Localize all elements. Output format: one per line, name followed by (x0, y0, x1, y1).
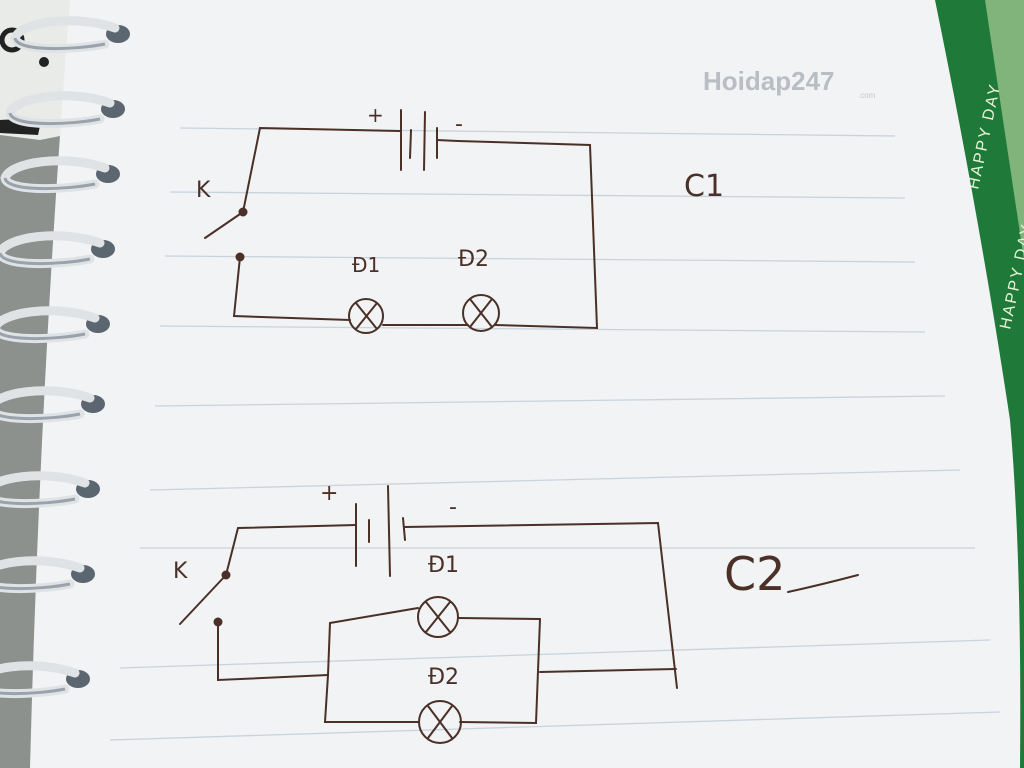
spiral-coil (0, 556, 95, 594)
spiral-binding (0, 16, 130, 699)
c1-wire (232, 256, 351, 321)
c2-lamp-1 (417, 596, 459, 638)
spiral-shade (0, 331, 86, 341)
spiral-shade (0, 582, 71, 591)
circuit-2 (179, 485, 859, 744)
spiral-coil (0, 306, 110, 344)
spiral-shade (0, 687, 66, 696)
c1-lamp-2 (462, 294, 500, 332)
c1-wire (457, 140, 599, 330)
c2-switch (179, 570, 231, 627)
spiral-coil (0, 661, 90, 699)
circuit-1 (204, 109, 599, 334)
spiral-coil (0, 156, 120, 194)
spiral-coil (0, 386, 105, 424)
spiral-shade (13, 37, 106, 51)
c2-wire (457, 617, 541, 620)
c2-switch-label: K (173, 559, 188, 584)
c1-wire (242, 126, 401, 213)
spiral-coil (0, 471, 100, 509)
c2-battery-plus: + (320, 481, 338, 506)
spiral-coil (5, 91, 125, 129)
c2-lamp-2 (418, 700, 462, 744)
spiral-shade (0, 497, 76, 506)
c2-lamp-2-label: Đ2 (428, 665, 459, 690)
c2-wire (225, 524, 357, 576)
c2-battery (355, 485, 406, 577)
c2-wire (459, 618, 541, 725)
c1-lamp-1 (348, 298, 384, 334)
spiral-shade (3, 177, 96, 191)
notebook-page (30, 0, 1021, 768)
c1-battery-minus: - (455, 112, 463, 137)
c2-wire (217, 621, 329, 682)
spiral-coil (0, 231, 115, 269)
c1-lamp-1-label: Đ1 (352, 253, 380, 277)
left-paper-dot (39, 57, 49, 67)
watermark: Hoidap247 .com (703, 66, 876, 100)
c2-wire (539, 668, 677, 673)
c2-label: C2 (724, 547, 785, 601)
c1-label: C1 (684, 169, 724, 204)
c2-wire (327, 607, 419, 676)
c2-wire (404, 521, 678, 689)
spiral-shade (8, 112, 101, 126)
spiral-shade (0, 412, 81, 421)
c1-battery (400, 109, 459, 171)
c2-wire (323, 674, 419, 723)
c1-switch (204, 207, 248, 262)
c2-lamp-1-label: Đ1 (428, 553, 459, 578)
c1-lamp-2-label: Đ2 (458, 247, 489, 272)
c2-battery-minus: - (449, 495, 457, 520)
c1-battery-plus: + (367, 103, 384, 127)
c1-switch-label: K (196, 178, 211, 203)
watermark-brand: Hoidap247 (703, 66, 835, 96)
watermark-suffix: .com (858, 91, 876, 100)
spiral-shade (0, 252, 91, 266)
spiral-coil (10, 16, 130, 54)
c2-label-flourish (787, 574, 859, 593)
